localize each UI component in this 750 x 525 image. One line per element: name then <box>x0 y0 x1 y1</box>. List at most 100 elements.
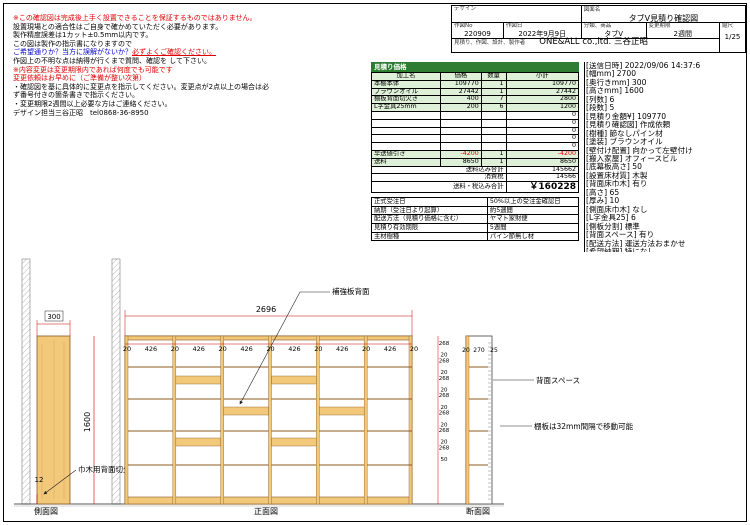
notes-block: ※この確認図は完成後上手く設置できることを保証するものではありません。 設置現場… <box>13 14 269 117</box>
section-height-dim: 268 <box>439 393 450 399</box>
note-line: 変更依頼はお早めに（ご準備が整い次第） <box>13 74 146 83</box>
drawing-sheet: ※この確認図は完成後上手く設置できることを保証するものではありません。 設置現場… <box>3 3 747 522</box>
estimate-title: 見積り価格 <box>371 62 579 72</box>
spec-line: [希望納期] 特になし <box>586 246 656 252</box>
spec-line: [側板分割] 標準 <box>586 221 640 231</box>
section-height-dim: 268 <box>439 445 450 451</box>
shelf-note: 棚板は32mm間隔で移動可能 <box>534 421 634 431</box>
side-board <box>220 335 224 505</box>
cutout-dim: 12 <box>35 476 44 484</box>
column-dim: 426 <box>145 345 157 353</box>
spec-line: [底幕板高さ] 50 <box>586 162 642 172</box>
drawing-name: タブV見積り確認図 <box>628 14 699 23</box>
column-dim: 20 <box>314 345 322 353</box>
spec-line: [塗装] ブラウンオイル <box>586 137 663 147</box>
section-height-dim: 268 <box>439 358 450 364</box>
section-height-dim: 268 <box>439 411 450 417</box>
note-line: 作図上の不明な点は納得が行くまで質問、確認を して下さい。 <box>13 56 212 65</box>
reinforce-board <box>319 406 365 416</box>
section-top-dim: 270 <box>473 347 485 354</box>
spec-line: [段数] 5 <box>586 103 615 113</box>
note-line: 製作精度誤差は1カット±0.5mm以内です。 <box>13 31 153 40</box>
spec-line: [見積り金額¥] 109770 <box>586 111 667 121</box>
drawing-scale: 1/25 <box>724 33 741 41</box>
estimate-header-row: 加工名価格数量小計 <box>371 72 579 81</box>
side-board <box>124 335 129 505</box>
change-deadline: 2週間 <box>673 30 693 38</box>
back-panel <box>465 335 470 505</box>
reinforce-board <box>271 437 317 447</box>
baseboard-leader <box>43 469 77 495</box>
section-height-dim: 268 <box>439 341 450 347</box>
column-dim: 20 <box>410 345 418 353</box>
side-board <box>172 335 177 505</box>
spec-line: [列数] 6 <box>586 94 615 104</box>
total-row: 送料・税込み合計￥160228 <box>371 181 579 194</box>
section-height-dim: 20 <box>441 405 448 411</box>
spec-line: [幅mm] 2700 <box>586 69 637 79</box>
total-value: ￥160228 <box>505 181 579 194</box>
spec-line: [背面床巾木] 有り <box>586 179 648 189</box>
product-category: タブV <box>604 30 623 38</box>
section-height-dim: 20 <box>441 353 448 359</box>
spec-line: [樹種] 節なしパイン材 <box>586 128 663 138</box>
spec-line: [配送方法] 運送方法おまかせ <box>586 238 686 248</box>
section-height-dim: 268 <box>439 428 450 434</box>
height-dim: 1600 <box>83 412 92 432</box>
spec-line: [搬入家屋] オフィースビル <box>586 153 678 163</box>
note-line: デザイン担当三谷正昭 tel0868-36-8950 <box>13 108 149 117</box>
section-height-dim: 20 <box>441 422 448 428</box>
condition-value: パイン節無し材 <box>486 231 580 242</box>
reinforce-board <box>175 437 221 447</box>
spec-line: [背面スペース] 有り <box>586 230 655 240</box>
section-top-dim: 20 <box>462 347 470 354</box>
note-line: ご希望通りか？当方に誤解がないか？ <box>13 48 132 57</box>
column-dim: 20 <box>171 345 179 353</box>
drawing-date: 2022年9月9日 <box>518 30 567 38</box>
spec-line: [見積り確認図] 作成依頼 <box>586 120 671 130</box>
reinforce-board <box>271 375 317 385</box>
reinforce-board <box>223 406 269 416</box>
spec-line: [送信日時] 2022/09/06 14:37:6 <box>586 62 701 70</box>
note-line: この図は製作の指示書になりますので <box>13 39 132 48</box>
spec-line: [厚み] 10 <box>586 196 620 206</box>
side-board <box>363 335 368 505</box>
column-dim: 20 <box>362 345 370 353</box>
width-dim: 2696 <box>256 305 276 314</box>
spec-line: [設置床材質] 木製 <box>586 170 648 180</box>
section-height-dim: 50 <box>441 457 448 463</box>
spec-line: [高さ] 65 <box>586 187 620 197</box>
side-board <box>408 335 413 505</box>
section-top-dim: 25 <box>490 347 498 354</box>
column-dim: 426 <box>336 345 348 353</box>
side-panel <box>36 335 71 505</box>
section-height-dim: 20 <box>441 388 448 394</box>
depth-dim-box <box>44 310 64 322</box>
note-line: ・変更期限2週間以上必要な方はご連絡ください。 <box>13 99 172 108</box>
column-dim: 20 <box>266 345 274 353</box>
spec-line: [側面床巾木] なし <box>586 204 648 214</box>
section-height-dim: 20 <box>441 370 448 376</box>
note-line: ・確認図を基に具体的に変更点を指示してください。変更点が2点以上の場合は必 <box>13 82 270 91</box>
spec-line: [高さmm] 1600 <box>586 86 644 96</box>
side-board <box>316 335 320 505</box>
section-view-label: 断面図 <box>466 506 490 516</box>
column-dim: 426 <box>240 345 252 353</box>
column-dim: 20 <box>123 345 131 353</box>
baseboard-label: 巾木用背面切欠き <box>78 464 138 474</box>
note-line: 設置現場との適合性はご自身で確かめていただく必要があります。 <box>13 22 223 31</box>
column-dim: 426 <box>193 345 205 353</box>
side-view-label: 側面図 <box>34 506 58 516</box>
